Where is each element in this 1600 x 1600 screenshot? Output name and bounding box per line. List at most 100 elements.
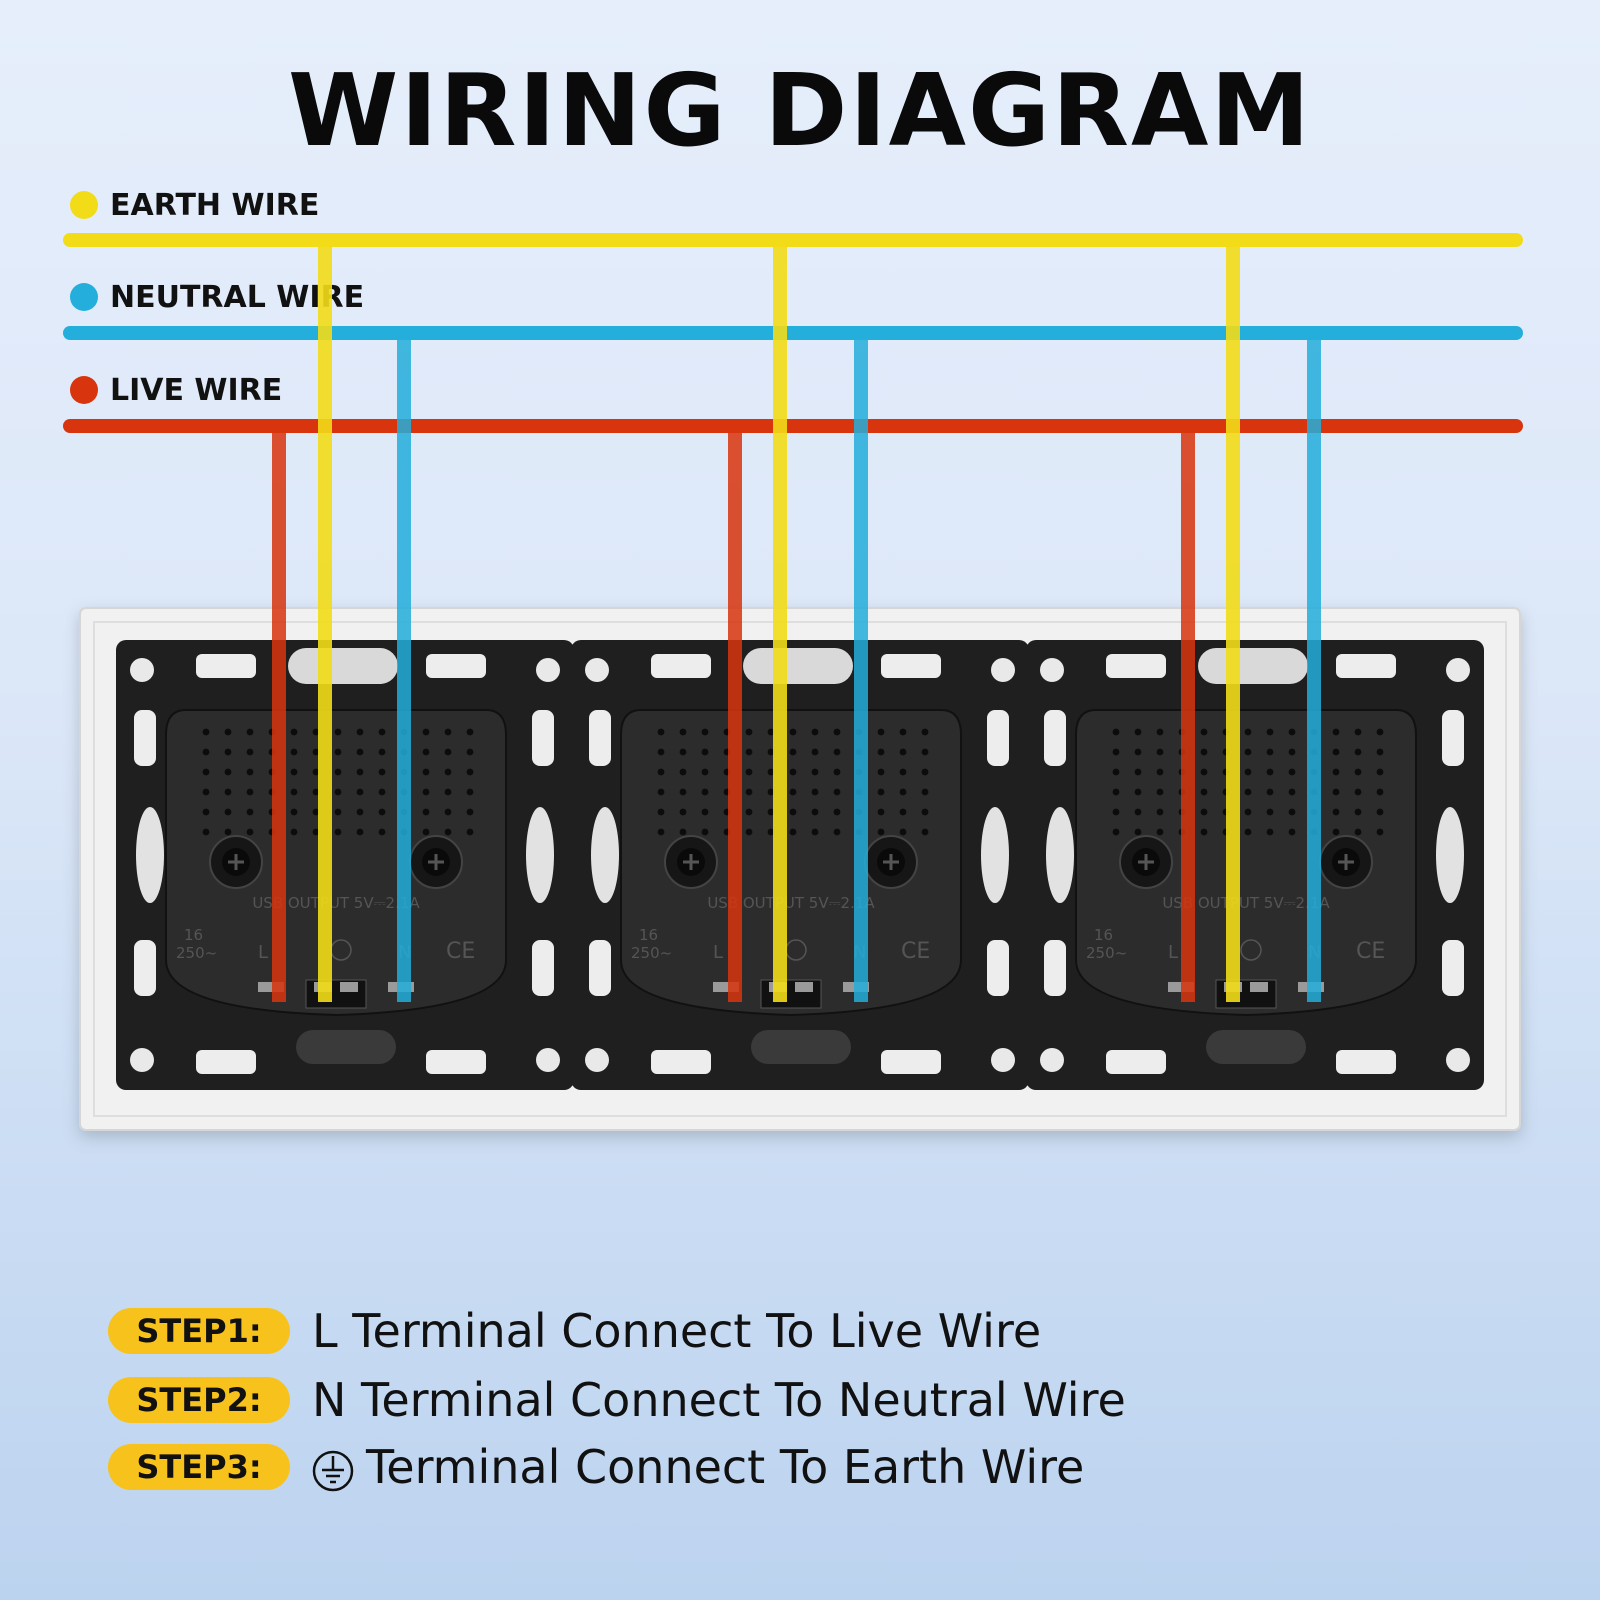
vent-hole <box>224 748 232 756</box>
vent-hole <box>378 768 386 776</box>
vent-hole <box>1156 768 1164 776</box>
vent-hole <box>789 728 797 736</box>
vent-hole <box>1200 788 1208 796</box>
vent-hole <box>1244 788 1252 796</box>
rating-current-label: 16 <box>639 926 658 944</box>
mounting-hole <box>585 658 609 682</box>
vent-hole <box>1112 788 1120 796</box>
vent-hole <box>701 828 709 836</box>
mounting-hole <box>536 1048 560 1072</box>
vent-hole <box>356 728 364 736</box>
vent-hole <box>701 808 709 816</box>
mounting-slot <box>134 710 156 766</box>
step-2-badge: STEP2: <box>108 1377 290 1423</box>
terminal-earth-contact <box>795 982 813 992</box>
step-1: STEP1: L Terminal Connect To Live Wire <box>108 1304 1041 1358</box>
terminal-earth-contact <box>1250 982 1268 992</box>
vent-hole <box>679 768 687 776</box>
vent-hole <box>921 728 929 736</box>
vent-hole <box>334 728 342 736</box>
mounting-hole <box>991 658 1015 682</box>
mounting-hole <box>1040 658 1064 682</box>
vent-hole <box>1134 828 1142 836</box>
vent-hole <box>356 788 364 796</box>
vent-hole <box>202 788 210 796</box>
vent-hole <box>1332 748 1340 756</box>
vent-hole <box>1156 748 1164 756</box>
terminal-l <box>713 982 739 992</box>
mounting-slot <box>532 710 554 766</box>
vent-hole <box>1156 728 1164 736</box>
top-cutout <box>1198 648 1308 684</box>
vent-hole <box>833 768 841 776</box>
vent-hole <box>466 828 474 836</box>
vent-hole <box>334 748 342 756</box>
vent-hole <box>833 788 841 796</box>
vent-hole <box>811 728 819 736</box>
mounting-slot <box>1044 710 1066 766</box>
vent-hole <box>422 828 430 836</box>
mounting-slot <box>589 710 611 766</box>
vent-hole <box>1354 788 1362 796</box>
vent-hole <box>466 748 474 756</box>
vent-hole <box>1332 728 1340 736</box>
vent-hole <box>921 748 929 756</box>
vent-hole <box>877 748 885 756</box>
vent-hole <box>1354 728 1362 736</box>
vent-hole <box>1134 728 1142 736</box>
socket-body <box>1075 709 1417 1017</box>
step-2: STEP2: N Terminal Connect To Neutral Wir… <box>108 1373 1126 1427</box>
vent-hole <box>246 788 254 796</box>
usb-output-label: USB OUTPUT 5V⎓2.1A <box>1162 894 1330 912</box>
vent-hole <box>444 768 452 776</box>
vent-hole <box>312 808 320 816</box>
vent-hole <box>1332 808 1340 816</box>
vent-hole <box>679 808 687 816</box>
vent-hole <box>679 788 687 796</box>
vent-hole <box>921 808 929 816</box>
mounting-slot <box>651 654 711 678</box>
step-3-badge: STEP3: <box>108 1444 290 1490</box>
vent-hole <box>1134 808 1142 816</box>
vent-hole <box>1156 788 1164 796</box>
vent-hole <box>767 788 775 796</box>
vent-hole <box>767 748 775 756</box>
usb-output-label: USB OUTPUT 5V⎓2.1A <box>252 894 420 912</box>
vent-hole <box>1244 808 1252 816</box>
vent-hole <box>899 748 907 756</box>
vent-hole <box>921 828 929 836</box>
vent-hole <box>466 808 474 816</box>
terminal-l <box>258 982 284 992</box>
top-cutout <box>743 648 853 684</box>
vent-hole <box>466 788 474 796</box>
vent-hole <box>1244 828 1252 836</box>
vent-hole <box>767 808 775 816</box>
rating-current-label: 16 <box>1094 926 1113 944</box>
mounting-slot <box>196 654 256 678</box>
mounting-slot <box>1106 654 1166 678</box>
vent-hole <box>444 728 452 736</box>
legend-earth-label: EARTH WIRE <box>110 187 320 223</box>
vent-hole <box>811 768 819 776</box>
terminal-l-label: L <box>1168 942 1178 963</box>
vent-hole <box>789 768 797 776</box>
vent-hole <box>1332 788 1340 796</box>
vent-hole <box>422 788 430 796</box>
vent-hole <box>767 728 775 736</box>
vent-hole <box>290 808 298 816</box>
vent-hole <box>422 808 430 816</box>
vent-hole <box>1112 828 1120 836</box>
vent-hole <box>789 828 797 836</box>
side-cutout <box>591 807 619 903</box>
mounting-hole <box>1446 1048 1470 1072</box>
vent-hole <box>334 828 342 836</box>
vent-hole <box>378 808 386 816</box>
mounting-hole <box>130 1048 154 1072</box>
vent-hole <box>1200 828 1208 836</box>
usb-output-label: USB OUTPUT 5V⎓2.1A <box>707 894 875 912</box>
mounting-slot <box>134 940 156 996</box>
step-3: STEP3: Terminal Connect To Earth Wire <box>108 1440 1084 1494</box>
vent-hole <box>789 808 797 816</box>
vent-hole <box>1200 748 1208 756</box>
